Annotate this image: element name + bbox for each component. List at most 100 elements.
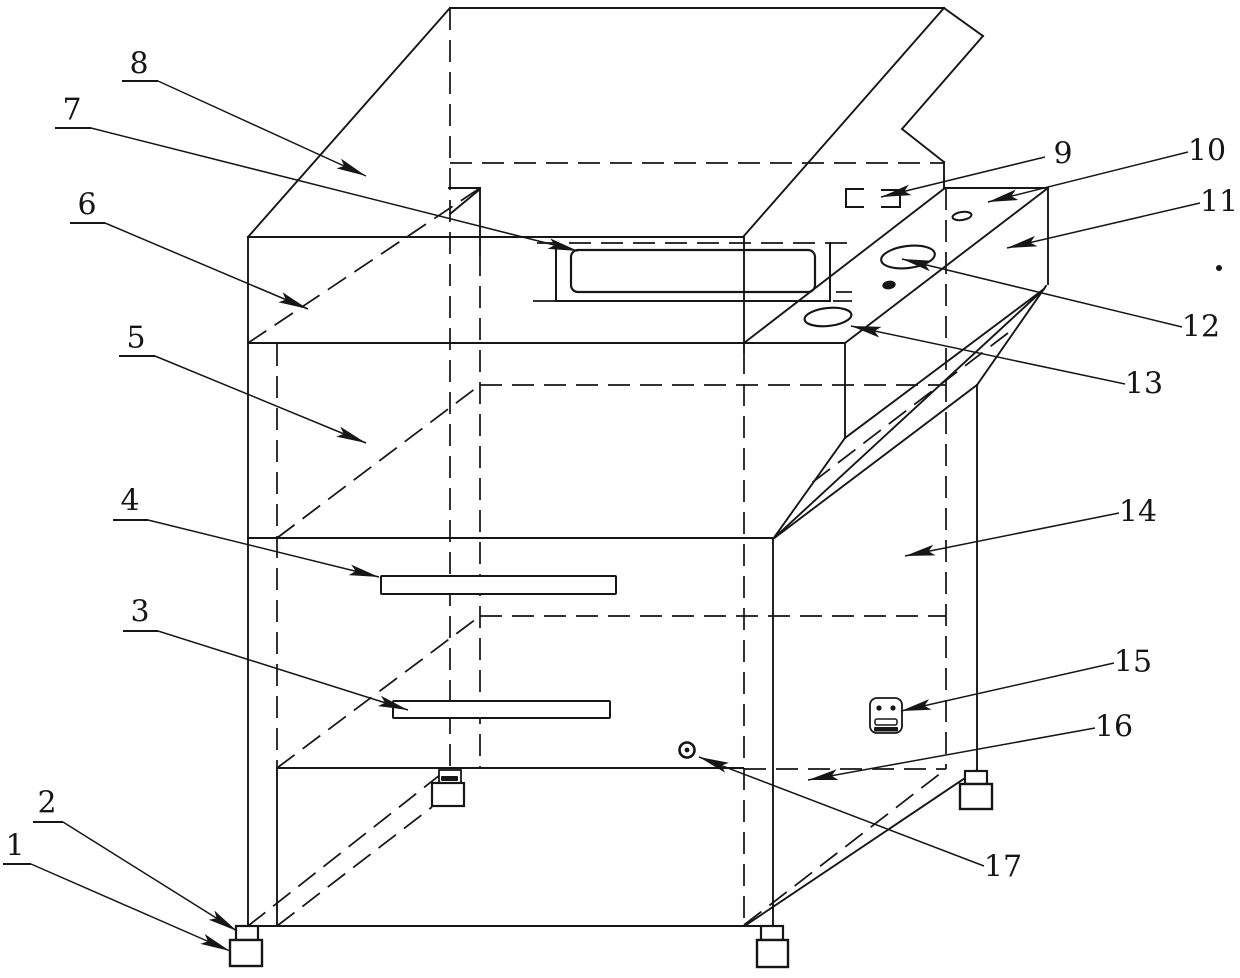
callout-5: 5 [119,321,367,444]
leader-line-11 [1006,202,1201,249]
part-label-4: 4 [120,484,139,519]
leader-line-16 [807,727,1096,781]
part-label-14: 14 [1119,495,1157,530]
part-label-7: 7 [62,93,81,128]
part-label-1: 1 [5,829,24,864]
foot-front-left-base [228,938,264,968]
caster-box-bar [441,776,458,781]
brace-upper-edge [771,289,1044,541]
leader-line-2 [62,821,238,932]
socket-slot [874,718,898,726]
lid-left-edge [246,6,452,239]
part-label-3: 3 [130,595,149,630]
leader-line-8 [157,80,367,177]
arrowhead-3 [377,695,408,710]
leader-line-17 [698,756,985,867]
arrowhead-7 [547,238,578,251]
callout-3: 3 [123,595,409,711]
leader-line-9 [880,156,1046,198]
callout-13: 13 [850,325,1163,402]
handle-recess-inner [569,248,817,294]
callout-1: 1 [3,829,231,952]
parts-layer [228,188,1222,969]
socket-pin-right [890,705,896,711]
part-label-9: 9 [1053,137,1072,172]
leader-line-3 [157,630,409,711]
handle-recess-outer [555,242,831,302]
console-hole-dot [882,280,896,290]
arrowhead-17 [699,757,729,773]
callout-8: 8 [122,47,367,177]
brace-centerline [804,332,1009,489]
leader-line-4 [147,519,380,578]
rear-bracket-diagonal [448,188,481,216]
arrowhead-2 [208,910,237,931]
foot-front-right-top [759,924,785,942]
leader-line-5 [154,355,367,444]
foot-rear-right-top [963,769,989,786]
part-label-16: 16 [1095,710,1133,745]
leader-line-7 [90,127,579,252]
lid-right-edge [741,6,946,239]
part-label-6: 6 [77,188,96,223]
arrowhead-11 [1007,235,1038,248]
arrowhead-1 [200,934,230,951]
arrowhead-16 [808,769,839,780]
console-right-edge [843,186,1050,345]
lid-latch-bracket-right [881,189,901,208]
callout-11: 11 [1006,185,1238,249]
arrowhead-8 [336,158,366,176]
callout-14: 14 [904,495,1157,557]
arrowhead-12 [902,259,933,272]
socket-pin-left [876,705,882,711]
foot-rear-right-base [958,782,994,811]
callout-12: 12 [901,258,1220,345]
arrowhead-15 [901,699,932,711]
console-hole-oval [803,306,853,328]
arrowhead-10 [988,189,1019,202]
solid-lines-layer [246,6,1050,927]
tray-shelf-upper [380,575,617,595]
part-label-2: 2 [37,786,56,821]
part-label-10: 10 [1188,134,1226,169]
arrowhead-5 [336,426,366,443]
hidden-top-depth-diagonal [247,187,481,344]
socket-band [874,727,898,732]
arrowhead-9 [881,184,912,197]
panel-bottom-edge [975,284,1048,387]
callout-17: 17 [698,756,1022,885]
tray-shelf-lower [392,700,611,719]
arrowhead-6 [278,292,308,309]
hidden-waist-depth-diagonal [276,384,481,539]
part-label-11: 11 [1200,185,1238,220]
callout-10: 10 [987,134,1226,203]
leader-line-12 [901,258,1183,328]
part-label-17: 17 [984,850,1022,885]
leader-line-13 [850,325,1126,385]
arrowhead-4 [348,564,379,577]
callout-9: 9 [880,137,1073,198]
leader-line-6 [104,222,309,310]
bottom-right-edge [744,768,979,927]
lid-latch-bracket-left [845,188,864,208]
hidden-shelf-depth-diagonal [276,615,481,769]
leader-line-14 [904,512,1120,557]
callout-6: 6 [70,188,309,310]
eyebolt-hole [684,747,690,753]
arrowhead-14 [905,544,936,556]
stray-dot [1216,265,1222,271]
brace-lower-edge [843,287,1046,440]
foot-front-right-base [755,938,790,969]
callout-16: 16 [807,710,1133,781]
lid-flap-top-edge [942,6,985,38]
foot-front-left-top [234,924,260,942]
hidden-bottom-right-depth-diagonal [743,768,947,926]
part-label-12: 12 [1182,310,1220,345]
hidden-bottom-depth-diagonal-2 [276,806,433,927]
console-left-edge [742,186,947,345]
callout-4: 4 [113,484,380,578]
lid-flap-bottom-edge [900,127,946,164]
console-hole-small [951,210,973,222]
